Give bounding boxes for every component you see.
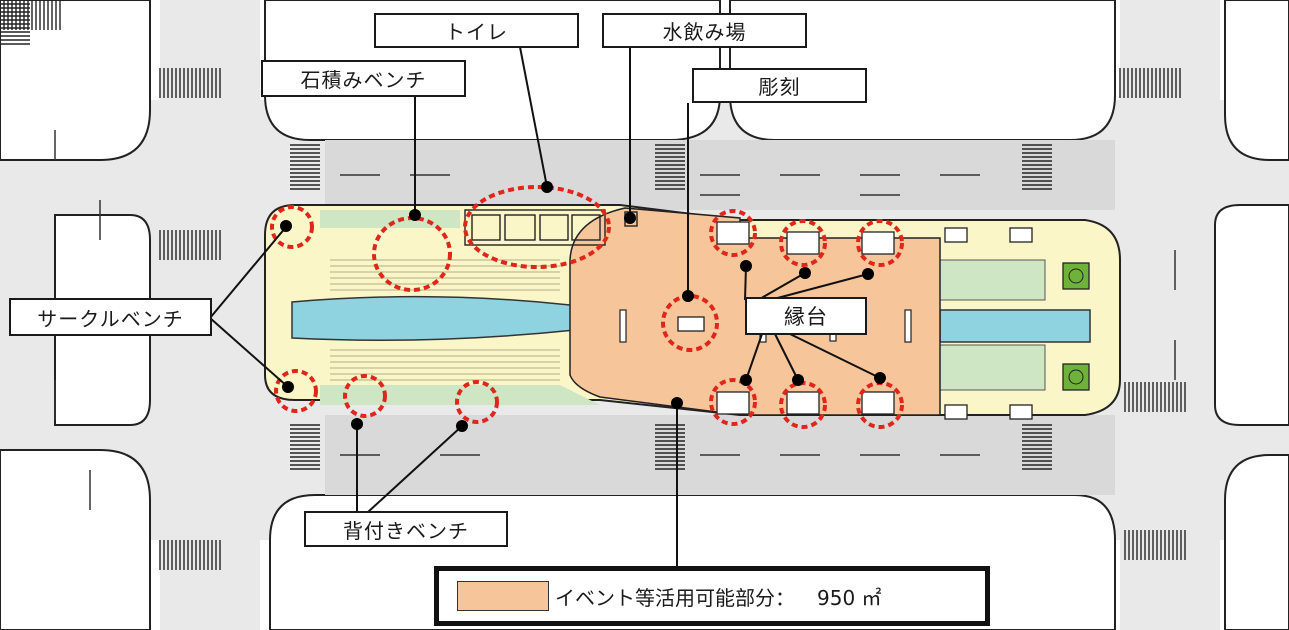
lawn-right-top [939, 259, 1046, 301]
label-engawa: 縁台 [745, 297, 867, 335]
tree-planter-icon [1062, 262, 1090, 391]
lawn-right-bottom [939, 344, 1046, 391]
label-sculpture: 彫刻 [692, 68, 867, 103]
label-water-fountain: 水飲み場 [602, 13, 807, 48]
label-circle-bench: サークルベンチ [9, 298, 212, 336]
label-backrest-bench: 背付きベンチ [304, 511, 508, 547]
lane-markings [54, 130, 1176, 510]
legend-label: イベント等活用可能部分： [555, 585, 795, 610]
legend-swatch [457, 581, 549, 611]
label-stone-bench: 石積みベンチ [261, 60, 466, 97]
water-channel [291, 295, 576, 341]
sculpture-icon [677, 316, 705, 332]
terrace-hatching [330, 259, 560, 381]
legend-area-value: 950 ㎡ [817, 585, 882, 610]
water-channel-right [939, 309, 1091, 343]
leader-lines [209, 46, 881, 568]
legend-box: イベント等活用可能部分： 950 ㎡ [434, 566, 990, 626]
markers [280, 181, 886, 432]
lawn-left-top [320, 210, 460, 228]
label-toilet: トイレ [374, 13, 579, 48]
zebra-crossing-icon [0, 0, 1186, 571]
highlight-circles [270, 185, 904, 429]
bench-icon [716, 221, 1033, 420]
